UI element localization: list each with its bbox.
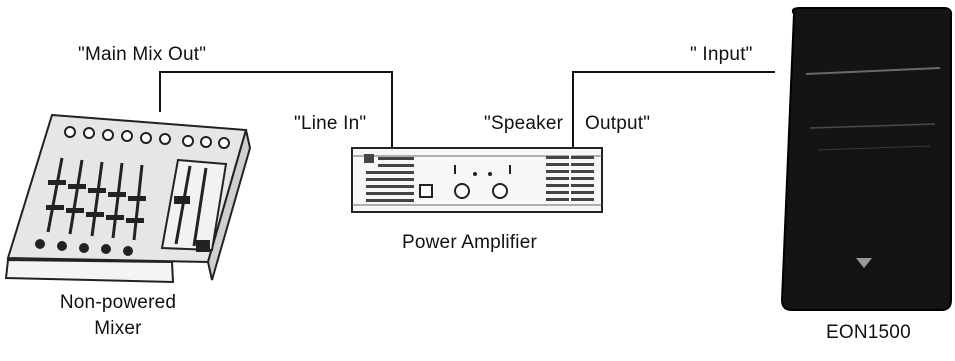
speaker-output-label-right: Output" [585,113,651,134]
input-label: " Input" [690,44,753,65]
power-amplifier-label: Power Amplifier [402,232,537,253]
main-mix-out-label: "Main Mix Out" [78,44,207,65]
power-amplifier-device [351,147,603,213]
cable-mixer-to-amp [159,71,393,148]
line-in-label: "Line In" [294,113,367,134]
cable-amp-to-speaker [572,71,775,148]
speaker-output-label-left: "Speaker [484,113,564,134]
mixer-device [4,113,252,284]
mixer-label-line2: Mixer [94,318,142,339]
mixer-label-line1: Non-powered [59,292,177,313]
eon1500-speaker [780,7,953,311]
speaker-model-label: EON1500 [826,322,911,343]
